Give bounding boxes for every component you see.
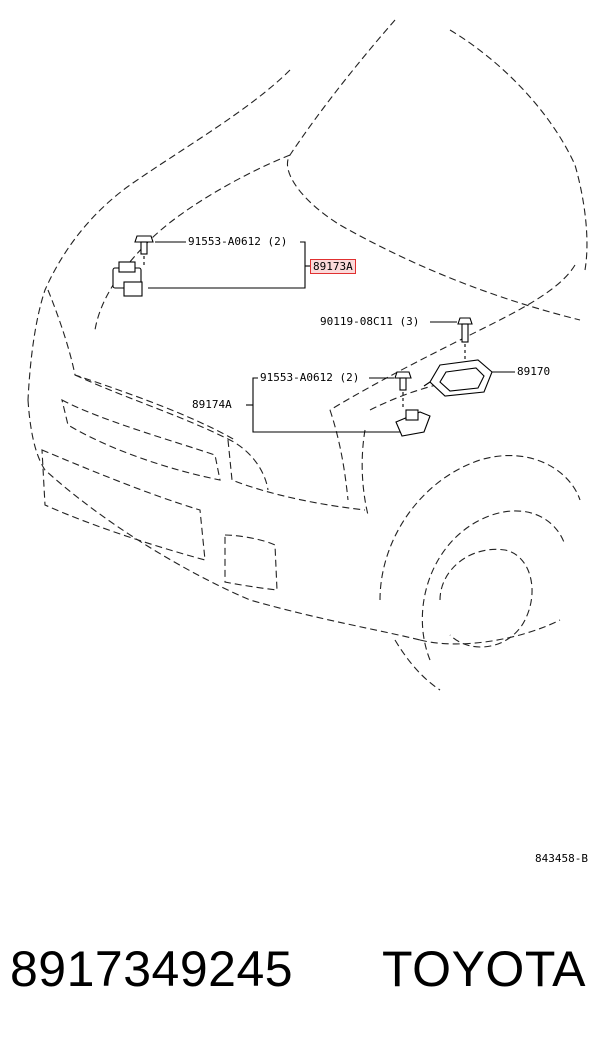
leader-lines-top: [148, 241, 310, 289]
footer: 8917349245 TOYOTA: [0, 940, 600, 1010]
exploded-parts-diagram: [27, 19, 588, 691]
airbag-ecu-89170: [423, 359, 515, 397]
part-number: 8917349245: [10, 941, 294, 997]
leader-lines-mid: [246, 377, 400, 433]
front-airbag-sensor-89173A: [112, 256, 145, 297]
bolt-91553-mid: [394, 371, 412, 410]
label-bolt-right: 90119-08C11 (3): [320, 315, 420, 328]
bolt-90119: [430, 317, 473, 360]
vehicle-body-outline: [27, 19, 588, 691]
brand-name: TOYOTA: [382, 941, 586, 997]
label-sensor-mid: 89174A: [192, 398, 232, 411]
label-sensor-front: 89173A: [310, 259, 356, 274]
label-ecu: 89170: [517, 365, 551, 378]
label-bolt-mid: 91553-A0612 (2): [260, 371, 360, 384]
side-airbag-sensor-89174A: [395, 409, 431, 437]
bolt-91553-top: [134, 235, 154, 255]
label-bolt-top: 91553-A0612 (2): [188, 235, 288, 248]
diagram-reference-code: 843458-B: [535, 852, 588, 865]
